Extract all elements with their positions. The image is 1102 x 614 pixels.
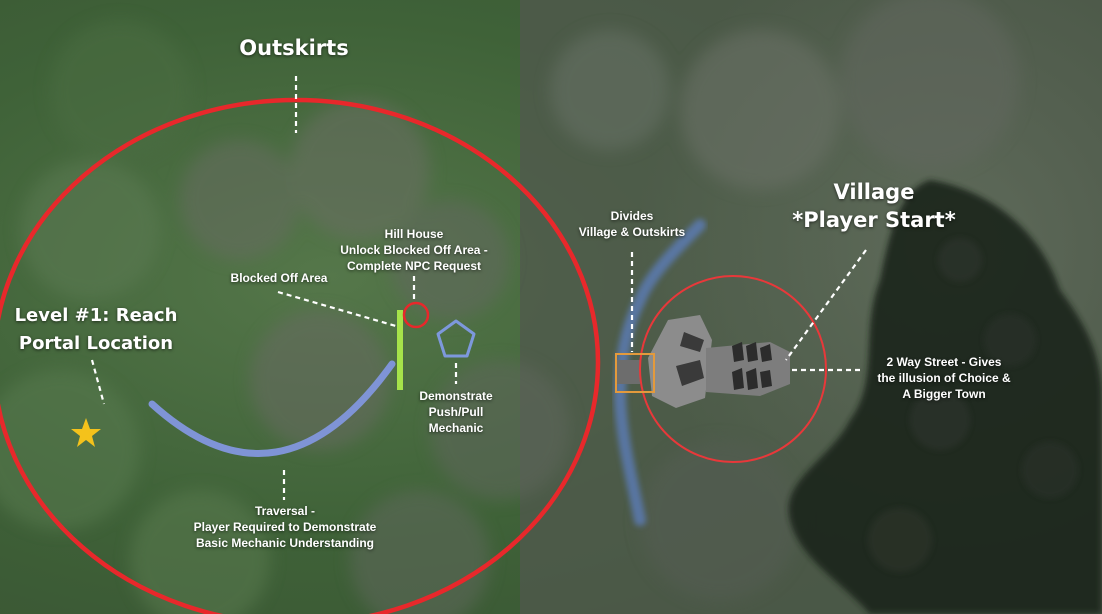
village-label: Village *Player Start* — [792, 180, 956, 232]
hill-house-label: Hill House Unlock Blocked Off Area - Com… — [340, 227, 488, 273]
village-ring — [639, 275, 827, 463]
push-pull-label: Demonstrate Push/Pull Mechanic — [419, 389, 493, 435]
blocked-off-label: Blocked Off Area — [230, 271, 328, 285]
leader-level1 — [90, 359, 106, 405]
pentagon-marker-icon — [436, 319, 476, 358]
leader-blocked-off — [277, 290, 397, 328]
circle-marker-icon — [402, 301, 430, 329]
terrain-texture — [0, 0, 1020, 614]
outskirts-ring — [0, 97, 601, 614]
two-way-street-label: 2 Way Street - Gives the illusion of Cho… — [877, 355, 1011, 401]
river — [613, 219, 706, 526]
blocked-off-bar — [397, 310, 403, 390]
star-icon — [71, 418, 101, 447]
leader-lines — [90, 76, 867, 500]
cliff-highlights — [868, 238, 1078, 572]
square-marker-icon — [615, 353, 655, 393]
level1-label: Level #1: Reach Portal Location — [14, 305, 178, 354]
divides-label: Divides Village & Outskirts — [578, 209, 686, 239]
leader-village — [785, 249, 867, 361]
outskirts-label: Outskirts — [239, 36, 349, 60]
traversal-label: Traversal - Player Required to Demonstra… — [193, 504, 377, 550]
traversal-arc — [148, 360, 396, 457]
village-buildings — [616, 315, 790, 408]
